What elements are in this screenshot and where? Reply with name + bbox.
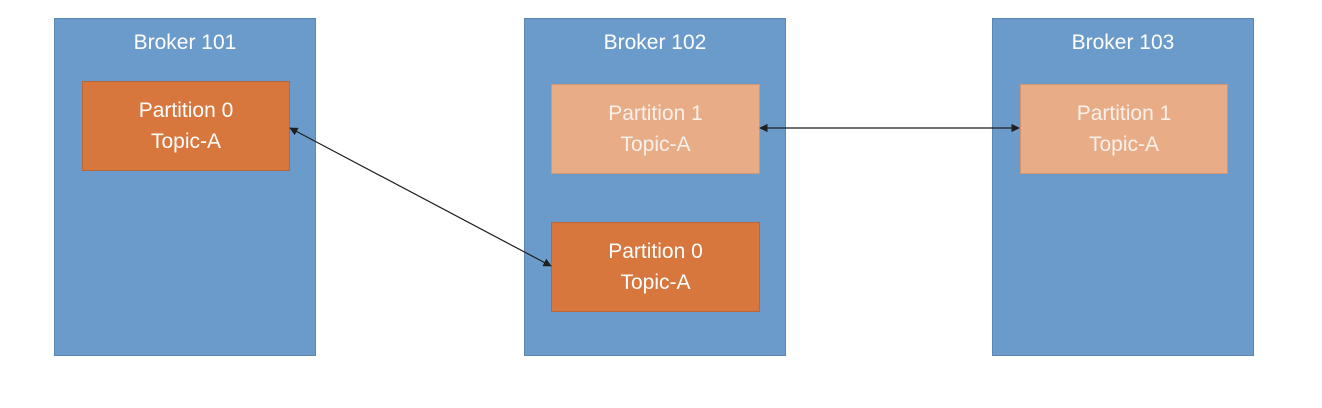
topic-name: Topic-A [1088, 133, 1160, 156]
broker-label: Broker 101 [133, 31, 237, 54]
partition-1-leader-box: Partition 1 Topic-A [1020, 84, 1228, 174]
partition-0-leader-box: Partition 0 Topic-A [82, 81, 290, 171]
topic-name: Topic-A [620, 133, 691, 156]
broker-103: Broker 103 Partition 1 Topic-A [992, 18, 1254, 356]
topic-name: Topic-A [620, 271, 691, 294]
broker-label: Broker 102 [603, 31, 707, 54]
partition-name: Partition 0 [138, 99, 234, 122]
replication-arrow-partition-0 [289, 127, 552, 267]
partition-1-replica-box: Partition 1 Topic-A [551, 84, 760, 174]
partition-name: Partition 0 [608, 240, 703, 263]
broker-102: Broker 102 Partition 1 Topic-A Partition… [524, 18, 786, 356]
partition-0-replica-box: Partition 0 Topic-A [551, 222, 760, 312]
partition-name: Partition 1 [1076, 102, 1172, 125]
topic-name: Topic-A [150, 130, 222, 153]
partition-name: Partition 1 [608, 102, 703, 125]
broker-101: Broker 101 Partition 0 Topic-A [54, 18, 316, 356]
broker-label: Broker 103 [1071, 31, 1175, 54]
